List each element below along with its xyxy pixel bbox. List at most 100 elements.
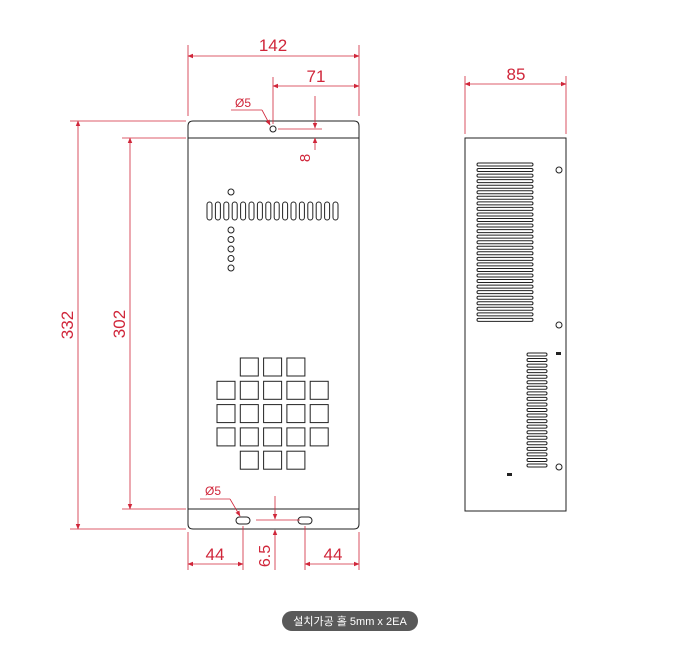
bottom-left-label: 44: [206, 545, 225, 564]
keypad-square: [263, 450, 283, 470]
side-vent-slot: [476, 295, 534, 300]
side-vent-slot: [476, 312, 534, 317]
bottom-offset-label: 6.5: [257, 545, 274, 567]
side-vent-slot: [476, 240, 534, 245]
caption-text: 설치가공 홀 5mm x 2EA: [293, 616, 407, 628]
front-vent-slot: [265, 201, 272, 221]
keypad-square: [239, 404, 259, 424]
side-vent-slot: [476, 256, 534, 261]
side-vent-slot: [476, 251, 534, 256]
bottom-hole-label: Ø5: [205, 484, 221, 498]
side-vent-slot: [476, 206, 534, 211]
side-dimensions: [464, 76, 567, 134]
side-hole-bottom: [555, 463, 563, 471]
side-vent-slot: [526, 374, 548, 379]
keypad-square: [239, 380, 259, 400]
side-vent-slot: [476, 218, 534, 222]
side-vent-slot: [526, 435, 548, 440]
front-vent-slot: [231, 201, 238, 221]
caption-badge: 설치가공 홀 5mm x 2EA: [282, 611, 418, 631]
side-vent-slot: [476, 195, 534, 200]
front-dimension-labels: 142 71 Ø5 8 332 302 Ø5 44 6.5 44: [58, 36, 342, 567]
front-vent-row: [206, 201, 339, 221]
front-vent-slot: [315, 201, 322, 221]
front-vent-slot: [206, 201, 213, 221]
side-view: [464, 137, 567, 512]
side-vent-slot: [476, 162, 534, 167]
bottom-right-label: 44: [324, 545, 343, 564]
hole-column: [227, 226, 235, 272]
indicator-hole: [227, 188, 235, 196]
side-vent-slot: [526, 430, 548, 435]
side-small-mark-lower: [507, 473, 512, 476]
top-hole-label: Ø5: [235, 96, 251, 110]
bottom-slot-left: [235, 516, 251, 525]
side-vent-slot: [526, 452, 548, 457]
side-vent-slot: [476, 212, 534, 217]
keypad-square: [286, 427, 306, 447]
side-vent-column-upper: [476, 162, 534, 322]
front-vent-slot: [307, 201, 314, 221]
side-vent-slot: [476, 201, 534, 206]
keypad-square: [216, 380, 236, 400]
side-vent-slot: [476, 184, 534, 189]
side-vent-slot: [476, 290, 534, 295]
side-vent-slot: [476, 306, 534, 311]
side-hole-top: [555, 166, 563, 174]
front-vent-slot: [282, 201, 289, 221]
keypad-square: [309, 427, 329, 447]
side-vent-slot: [476, 190, 534, 195]
side-vent-slot: [476, 317, 534, 322]
side-vent-slot: [476, 223, 534, 228]
keypad-square: [286, 450, 306, 470]
side-vent-slot: [476, 168, 534, 173]
side-vent-slot: [526, 408, 548, 412]
depth-label: 85: [507, 65, 526, 84]
keypad-grid: [216, 357, 329, 470]
side-vent-slot: [526, 463, 548, 468]
outer-height-label: 332: [58, 311, 77, 339]
front-vent-slot: [290, 201, 297, 221]
side-vent-slot: [526, 385, 548, 390]
keypad-square: [216, 404, 236, 424]
offset-label: 71: [307, 67, 326, 86]
side-vent-slot: [526, 352, 548, 357]
front-view: [187, 120, 360, 530]
side-vent-slot: [476, 279, 534, 284]
front-vent-slot: [248, 201, 255, 221]
bottom-slot-right: [297, 516, 313, 525]
column-hole: [227, 226, 235, 234]
column-hole: [227, 236, 235, 243]
side-vent-slot: [526, 441, 548, 446]
keypad-square: [263, 427, 283, 447]
side-vent-slot: [476, 284, 534, 289]
front-vent-slot: [240, 201, 247, 221]
side-vent-slot: [476, 179, 534, 184]
side-vent-slot: [476, 245, 534, 250]
column-hole: [227, 245, 235, 253]
side-hole-middle: [555, 321, 563, 329]
front-vent-slot: [324, 201, 331, 221]
inner-height-label: 302: [110, 310, 129, 338]
front-vent-slot: [223, 201, 230, 221]
side-vent-slot: [526, 446, 548, 451]
keypad-square: [239, 357, 259, 377]
side-vent-column-lower: [526, 352, 548, 468]
side-vent-slot: [526, 413, 548, 418]
side-body: [464, 137, 567, 512]
side-vent-slot: [476, 262, 534, 267]
side-vent-slot: [526, 424, 548, 429]
width-label: 142: [259, 36, 287, 55]
side-vent-slot: [526, 457, 548, 462]
keypad-square: [263, 380, 283, 400]
side-vent-slot: [526, 396, 548, 401]
side-vent-slot: [476, 301, 534, 306]
side-vent-slot: [526, 402, 548, 407]
side-small-mark-upper: [556, 352, 561, 355]
keypad-square: [216, 427, 236, 447]
keypad-square: [309, 404, 329, 424]
side-vent-slot: [476, 273, 534, 278]
front-vent-slot: [298, 201, 305, 221]
side-vent-slot: [476, 173, 534, 178]
